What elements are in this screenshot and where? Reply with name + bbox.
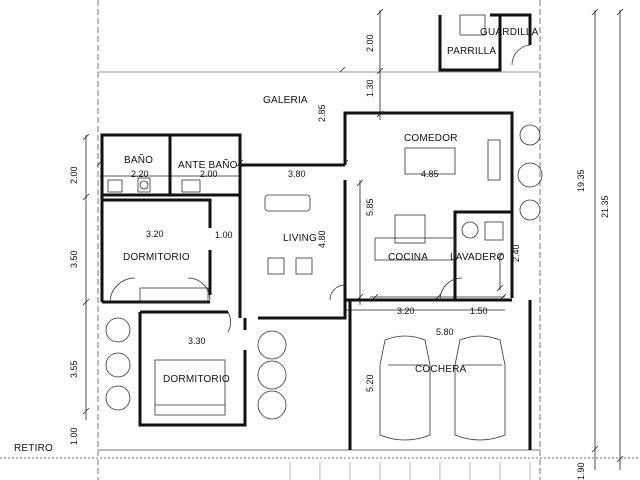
dimension-lines	[82, 8, 624, 470]
sidewalk	[289, 462, 531, 480]
room-label-comedor: COMEDOR	[404, 133, 458, 144]
walls	[100, 13, 532, 450]
room-label-guardilla: GUARDILLA	[480, 27, 539, 38]
room-label-living: LIVING	[283, 233, 317, 244]
dimension-5-20: 5.20	[365, 374, 375, 392]
dimension-1-00-retiro: 1.00	[69, 427, 79, 445]
fixtures	[105, 14, 543, 441]
room-label-bano: BAÑO	[124, 155, 154, 166]
dimension-2-40: 2.40	[511, 244, 521, 262]
dimension-3-20-dorm: 3.20	[146, 229, 164, 239]
room-label-dormitorio-1: DORMITORIO	[123, 252, 190, 263]
dimension-2-20: 2.20	[131, 169, 149, 179]
room-label-dormitorio-2: DORMITORIO	[163, 374, 230, 385]
dimension-4-80: 4.80	[317, 230, 327, 248]
room-label-galeria: GALERIA	[263, 95, 308, 106]
dimension-3-50: 3.50	[69, 250, 79, 268]
dimension-2-85: 2.85	[317, 104, 327, 122]
dimension-21-35: 21.35	[600, 195, 610, 218]
dimension-3-55: 3.55	[69, 360, 79, 378]
room-label-ante-bano: ANTE BAÑO	[178, 160, 238, 171]
dimension-19-35: 19.35	[576, 169, 586, 192]
dimension-3-30: 3.30	[188, 336, 206, 346]
dimension-5-80: 5.80	[436, 327, 454, 337]
dimension-5-85: 5.85	[365, 198, 375, 216]
room-label-parrilla: PARRILLA	[447, 46, 497, 57]
dimension-3-20-cocina: 3.20	[397, 306, 415, 316]
room-label-cochera: COCHERA	[415, 364, 467, 375]
dimension-1-50: 1.50	[470, 306, 488, 316]
dimension-1-30: 1.30	[365, 79, 375, 97]
dimension-4-85: 4.85	[421, 169, 439, 179]
label-retiro: RETIRO	[14, 443, 53, 454]
dimension-2-00-top: 2.00	[365, 34, 375, 52]
dimension-3-80: 3.80	[288, 169, 306, 179]
dimension-2-00-left: 2.00	[69, 166, 79, 184]
room-label-lavadero: LAVADERO	[450, 252, 505, 263]
dimension-2-00-ante: 2.00	[200, 169, 218, 179]
dimension-1-90: 1.90	[576, 462, 586, 480]
room-label-cocina: COCINA	[388, 252, 429, 263]
dimension-1-00-hall: 1.00	[215, 230, 233, 240]
